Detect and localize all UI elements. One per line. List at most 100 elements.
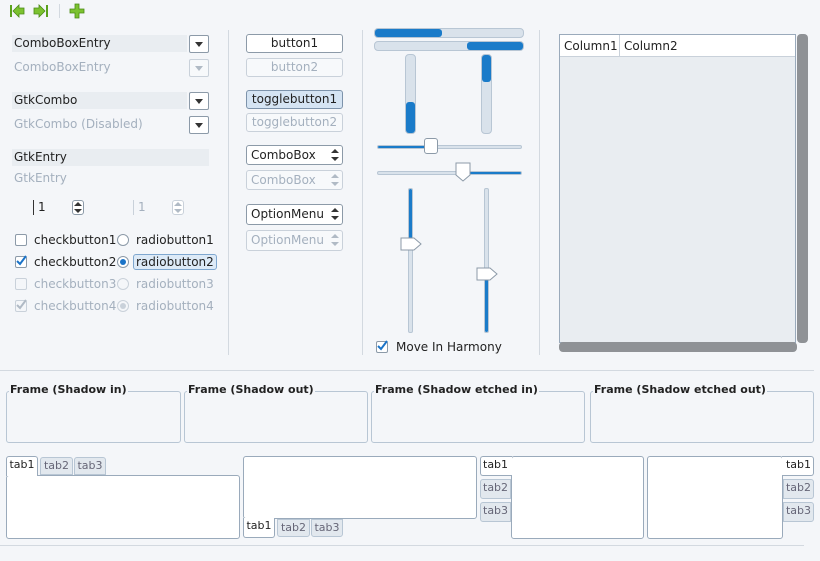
combo-box-entry-arrow[interactable] — [189, 35, 209, 53]
horizontal-scale-2[interactable] — [377, 171, 522, 175]
optionmenu[interactable]: OptionMenu — [246, 204, 343, 225]
go-first-button[interactable] — [9, 3, 25, 19]
notebook-top-tab1[interactable]: tab1 — [6, 456, 38, 476]
notebook-top-tab2[interactable]: tab2 — [40, 457, 73, 475]
progress-fill — [482, 55, 491, 83]
checkbutton4-box — [15, 299, 27, 312]
up-down-icon — [331, 174, 339, 186]
notebook-left-tab3[interactable]: tab3 — [480, 502, 511, 522]
chevron-down-icon — [195, 122, 203, 128]
chevron-down-icon — [195, 65, 203, 71]
notebook-bottom-tab3[interactable]: tab3 — [311, 519, 343, 537]
checkmark-icon — [377, 340, 388, 351]
add-button[interactable] — [69, 3, 85, 19]
section-separator — [0, 370, 814, 371]
progress-bar-horizontal-2 — [374, 41, 524, 51]
bottom-separator — [0, 545, 804, 546]
notebook-bottom-tab1[interactable]: tab1 — [243, 518, 275, 538]
optionmenu-disabled: OptionMenu — [246, 230, 343, 251]
scale-fill — [409, 189, 412, 245]
checkbutton4-label: checkbutton4 — [34, 299, 117, 313]
frame-shadow-etched-out-title: Frame (Shadow etched out) — [593, 383, 767, 396]
button1[interactable]: button1 — [246, 34, 343, 53]
column-separator — [228, 30, 229, 355]
radio-dot — [120, 303, 126, 309]
combobox-disabled: ComboBox — [246, 170, 343, 190]
gtk-combo-arrow[interactable] — [189, 92, 209, 110]
chevron-down-icon — [195, 41, 203, 47]
radiobutton3-label: radiobutton3 — [136, 277, 214, 291]
frame-shadow-etched-in: Frame (Shadow etched in) — [371, 383, 585, 443]
gtk-entry-disabled: GtkEntry — [12, 170, 209, 187]
chevron-down-icon — [195, 98, 203, 104]
progress-bar-vertical-2 — [481, 54, 492, 134]
radiobutton2-label[interactable]: radiobutton2 — [133, 254, 217, 270]
spin-button-disabled-arrows — [172, 200, 184, 215]
notebook-right-tab1[interactable]: tab1 — [782, 456, 814, 476]
vertical-scrollbar[interactable] — [797, 34, 808, 343]
slider-pointer-down-icon — [455, 162, 471, 182]
frame-shadow-in: Frame (Shadow in) — [6, 383, 181, 443]
frame-shadow-etched-in-title: Frame (Shadow etched in) — [374, 383, 539, 396]
move-in-harmony-label[interactable]: Move In Harmony — [396, 340, 502, 354]
toolbar-separator — [59, 4, 60, 18]
horizontal-scrollbar[interactable] — [559, 342, 797, 352]
notebook-right-page — [647, 456, 783, 539]
slider-pointer-right-icon — [400, 237, 422, 251]
progress-bar-vertical-1 — [405, 54, 416, 134]
tree-column-header-2[interactable]: Column2 — [620, 35, 795, 57]
frame-shadow-in-title: Frame (Shadow in) — [9, 383, 128, 396]
togglebutton2: togglebutton2 — [246, 113, 343, 132]
notebook-top-tab3[interactable]: tab3 — [74, 457, 106, 475]
notebook-left-tab2[interactable]: tab2 — [480, 479, 511, 499]
text-cursor — [133, 200, 134, 215]
combobox-value: ComboBox — [251, 148, 316, 162]
checkmark-icon — [16, 299, 27, 310]
checkbutton2-box[interactable] — [15, 255, 27, 268]
notebook-right-tab2[interactable]: tab2 — [783, 479, 814, 499]
spin-button[interactable]: 1 — [33, 198, 88, 217]
scale-fill — [485, 274, 488, 332]
spin-button-value: 1 — [38, 200, 46, 214]
tree-view[interactable]: Column1 Column2 — [559, 34, 796, 343]
vertical-scale-2[interactable] — [484, 188, 489, 333]
notebook-bottom-tab2[interactable]: tab2 — [277, 519, 310, 537]
notebook-left-tab1[interactable]: tab1 — [480, 456, 512, 476]
combo-box-entry[interactable]: ComboBoxEntry — [12, 35, 187, 52]
togglebutton1[interactable]: togglebutton1 — [246, 90, 343, 109]
frame-shadow-out: Frame (Shadow out) — [184, 383, 368, 443]
spin-button-arrows[interactable] — [72, 200, 84, 215]
vertical-scale-1[interactable] — [408, 188, 413, 333]
radiobutton2-circle[interactable] — [117, 256, 129, 268]
text-cursor — [33, 200, 34, 215]
checkbutton1-box[interactable] — [15, 234, 27, 246]
move-in-harmony-checkbox[interactable] — [376, 340, 388, 353]
checkbutton2-label[interactable]: checkbutton2 — [34, 255, 117, 269]
radiobutton1-circle[interactable] — [117, 234, 129, 246]
horizontal-scale-1[interactable] — [377, 145, 522, 149]
tree-column-header-1[interactable]: Column1 — [560, 35, 620, 57]
go-last-button[interactable] — [33, 3, 49, 19]
notebook-right-tab3[interactable]: tab3 — [783, 502, 814, 522]
notebook-top-page — [6, 475, 240, 539]
combo-box-entry-disabled-arrow — [189, 59, 209, 77]
radiobutton4-label: radiobutton4 — [136, 299, 214, 313]
notebook-left-page — [511, 456, 644, 539]
gtk-combo-text: GtkCombo — [14, 93, 78, 107]
checkmark-icon — [16, 255, 27, 266]
spin-button-disabled-value: 1 — [138, 200, 146, 214]
combo-box-entry-text: ComboBoxEntry — [14, 36, 111, 50]
spin-button-disabled: 1 — [133, 198, 188, 217]
optionmenu-value: OptionMenu — [251, 207, 324, 221]
combobox[interactable]: ComboBox — [246, 145, 343, 165]
gtk-combo[interactable]: GtkCombo — [12, 92, 187, 109]
up-down-icon — [331, 208, 339, 220]
frame-shadow-out-title: Frame (Shadow out) — [187, 383, 315, 396]
horizontal-scale-1-knob[interactable] — [424, 138, 439, 154]
up-down-icon — [331, 234, 339, 246]
checkbutton1-label[interactable]: checkbutton1 — [34, 233, 117, 247]
radiobutton1-label[interactable]: radiobutton1 — [136, 233, 214, 247]
gtk-entry-text: GtkEntry — [14, 150, 67, 164]
scale-fill — [378, 146, 433, 148]
gtk-entry[interactable]: GtkEntry — [12, 149, 209, 166]
